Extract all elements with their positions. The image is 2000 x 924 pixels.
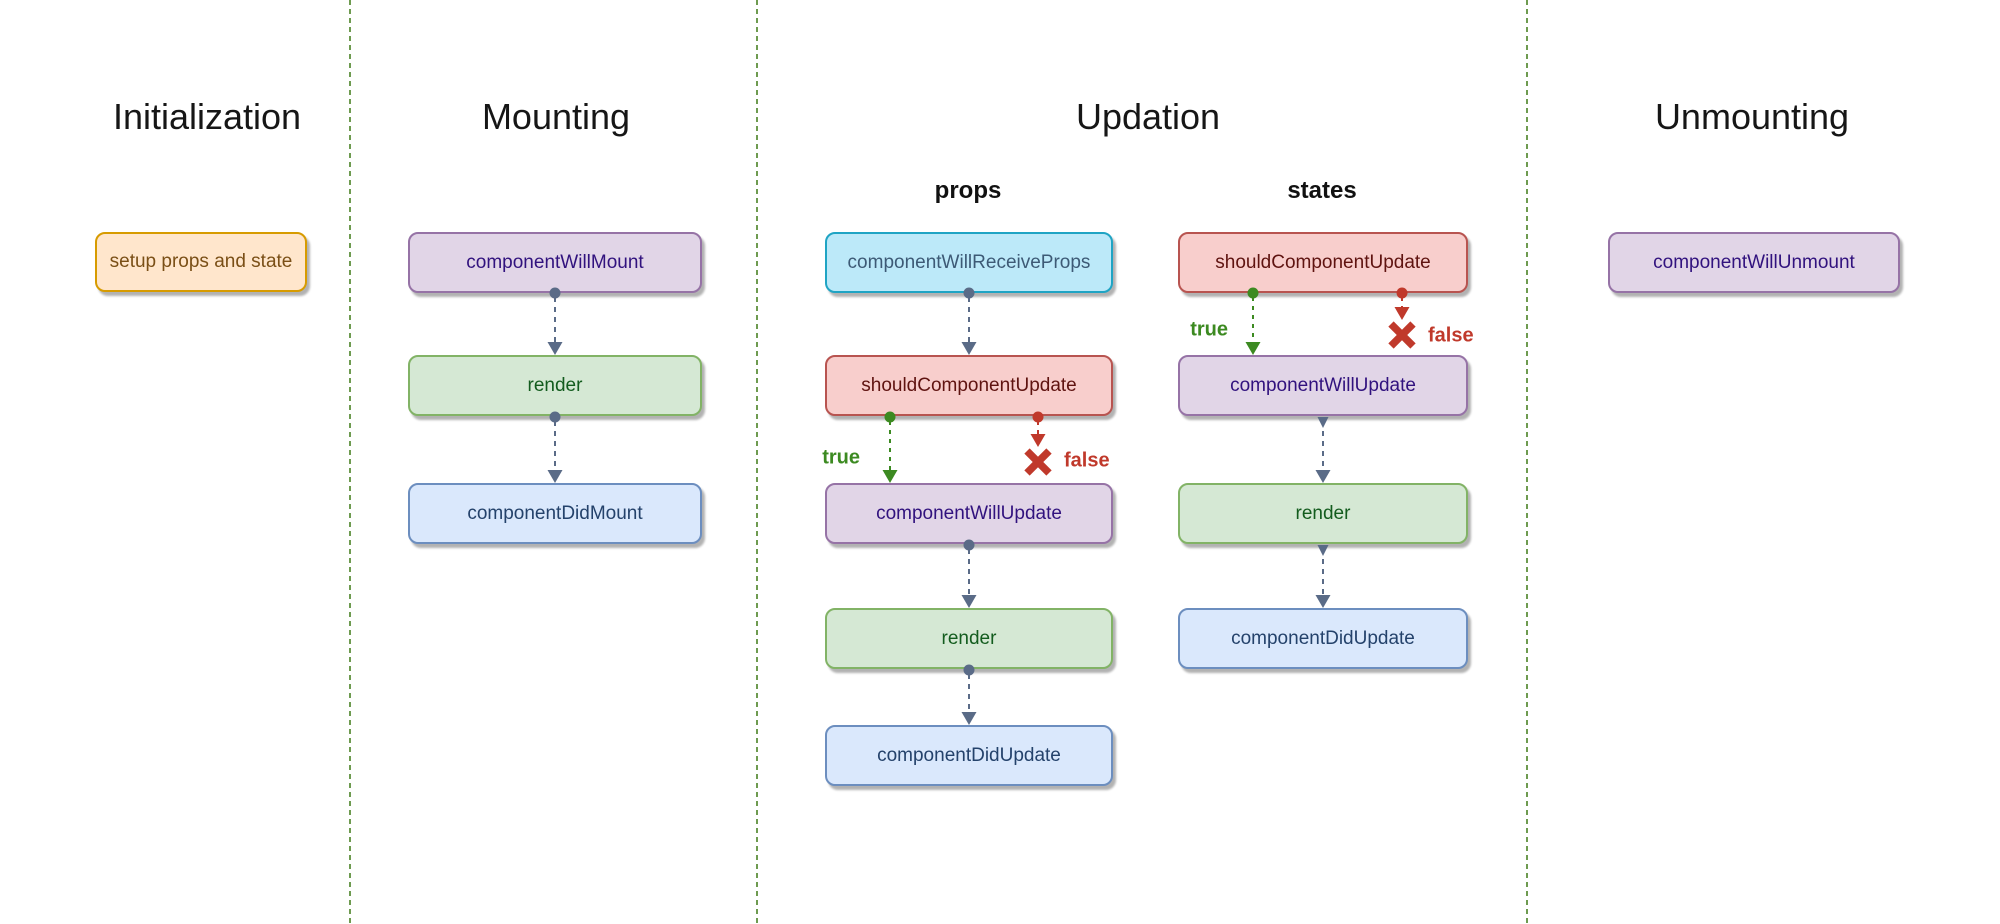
connector-render-to-didmount — [547, 411, 563, 483]
true-label: true — [1190, 318, 1228, 341]
section-divider — [349, 0, 351, 924]
section-divider — [1526, 0, 1528, 924]
section-title-initialization: Initialization — [112, 96, 302, 137]
node-label: componentDidUpdate — [877, 744, 1061, 766]
node-label: componentWillMount — [466, 251, 644, 273]
node-setup-props-and-state: setup props and state — [95, 232, 307, 292]
reject-x-icon — [1024, 448, 1052, 476]
node-componentWillReceiveProps: componentWillReceiveProps — [825, 232, 1113, 293]
connector-states-willupdate-to-render — [1315, 417, 1331, 483]
section-divider — [756, 0, 758, 924]
node-states-componentDidUpdate: componentDidUpdate — [1178, 608, 1468, 669]
connector-props-true-branch — [882, 411, 898, 483]
connector-receiveprops-to-shouldupdate — [961, 287, 977, 355]
arrowhead-icon — [1315, 595, 1331, 608]
node-label: componentWillReceiveProps — [847, 251, 1091, 273]
arrowhead-icon — [1315, 470, 1331, 483]
node-mounting-render: render — [408, 355, 702, 416]
node-props-render: render — [825, 608, 1113, 669]
subsection-title-props: props — [934, 177, 1002, 204]
node-props-shouldComponentUpdate: shouldComponentUpdate — [825, 355, 1113, 416]
arrowhead-icon — [882, 470, 898, 483]
subsection-title-states: states — [1287, 177, 1357, 204]
connector-willmount-to-render — [547, 287, 563, 355]
node-label: render — [527, 374, 583, 396]
node-label: shouldComponentUpdate — [1215, 251, 1431, 273]
connector-props-willupdate-to-render — [961, 539, 977, 608]
node-states-shouldComponentUpdate: shouldComponentUpdate — [1178, 232, 1468, 293]
node-props-componentDidUpdate: componentDidUpdate — [825, 725, 1113, 786]
node-label: componentWillUpdate — [876, 502, 1062, 524]
edge-start-triangle — [1317, 545, 1329, 556]
node-label: render — [941, 627, 997, 649]
arrowhead-icon — [1030, 434, 1046, 447]
node-componentWillUnmount: componentWillUnmount — [1608, 232, 1900, 293]
connector-states-render-to-didupdate — [1315, 545, 1331, 608]
false-label: false — [1064, 449, 1110, 472]
connector-props-render-to-didupdate — [961, 664, 977, 725]
section-title-updation: Updation — [1075, 96, 1221, 137]
reject-x-icon — [1388, 321, 1416, 349]
node-label: setup props and state — [109, 251, 293, 272]
node-label: componentDidMount — [467, 502, 643, 524]
reject-x-icon — [1388, 321, 1416, 349]
arrowhead-icon — [547, 470, 563, 483]
arrowhead-icon — [961, 712, 977, 725]
node-label: componentWillUpdate — [1230, 374, 1416, 396]
true-label: true — [822, 446, 860, 469]
node-states-componentWillUpdate: componentWillUpdate — [1178, 355, 1468, 416]
reject-x-icon — [1024, 448, 1052, 476]
node-label: shouldComponentUpdate — [861, 374, 1077, 396]
edge-start-triangle — [1317, 417, 1329, 428]
node-componentWillMount: componentWillMount — [408, 232, 702, 293]
arrowhead-icon — [1394, 307, 1410, 320]
node-label: componentWillUnmount — [1653, 251, 1855, 273]
arrowhead-icon — [547, 342, 563, 355]
section-title-mounting: Mounting — [481, 96, 631, 137]
connector-states-false-branch — [1388, 287, 1416, 349]
node-states-render: render — [1178, 483, 1468, 544]
arrowhead-icon — [1245, 342, 1261, 355]
connector-states-true-branch — [1245, 287, 1261, 355]
node-props-componentWillUpdate: componentWillUpdate — [825, 483, 1113, 544]
node-label: render — [1295, 502, 1351, 524]
node-label: componentDidUpdate — [1231, 627, 1415, 649]
section-title-unmounting: Unmounting — [1654, 96, 1850, 137]
arrowhead-icon — [961, 342, 977, 355]
false-label: false — [1428, 324, 1474, 347]
arrowhead-icon — [961, 595, 977, 608]
node-componentDidMount: componentDidMount — [408, 483, 702, 544]
connector-props-false-branch — [1024, 411, 1052, 476]
